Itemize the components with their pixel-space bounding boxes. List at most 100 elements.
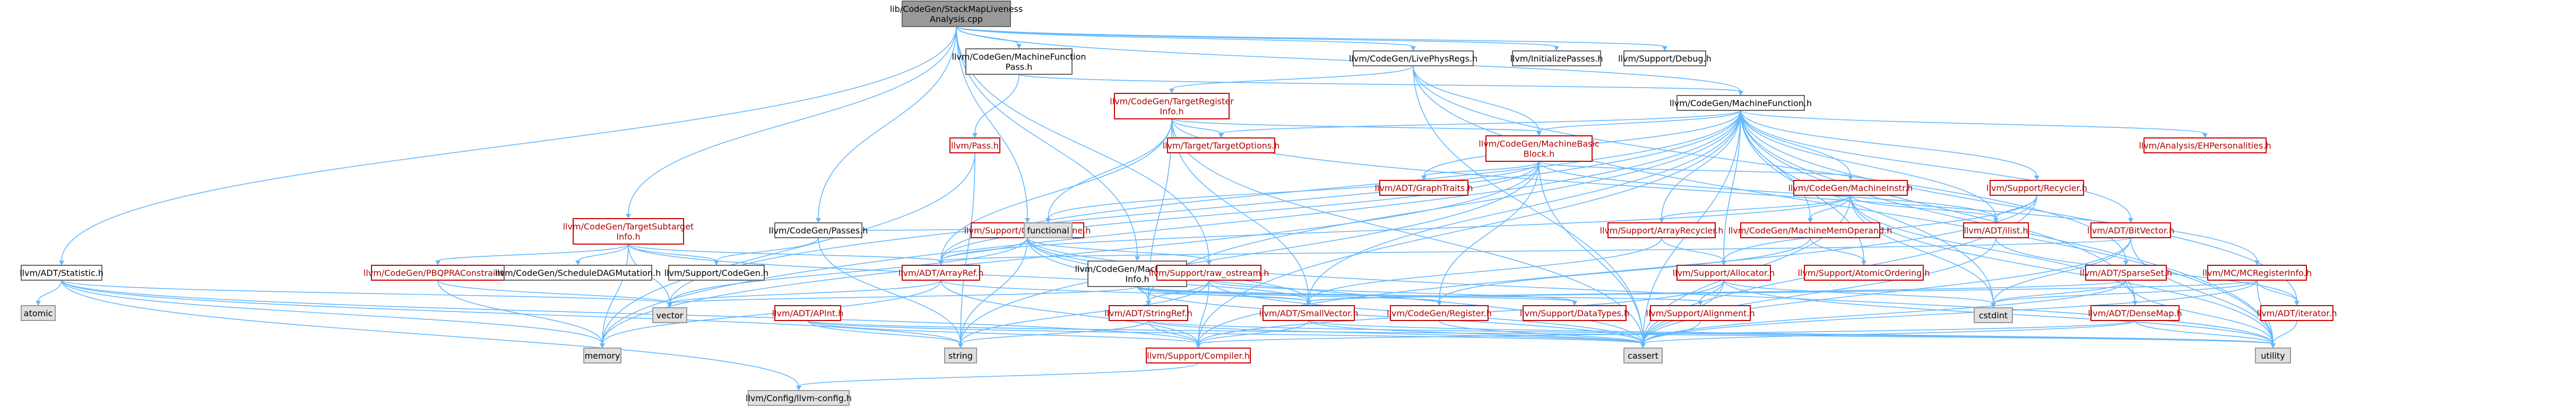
node-alloc[interactable]: llvm/Support/Allocator.h [1673,265,1775,281]
node-align[interactable]: llvm/Support/Alignment.h [1646,305,1755,321]
node-label: llvm/Support/raw_ostream.h [1149,268,1269,279]
node-label: llvm/CodeGen/TargetSubtarget [563,222,694,232]
node-label: llvm/Support/ArrayRecycler.h [1600,226,1724,236]
node-to[interactable]: llvm/Target/TargetOptions.h [1163,137,1280,153]
edge-tri-to-functional [1045,118,1172,223]
node-label: cassert [1628,351,1658,361]
node-svec[interactable]: llvm/ADT/SmallVector.h [1259,305,1359,321]
node-raw[interactable]: llvm/Support/raw_ostream.h [1149,265,1269,281]
node-cassert: cassert [1623,348,1663,363]
edge-tri-to-mbb [1171,118,1542,136]
node-stat[interactable]: llvm/ADT/Statistic.h [20,265,103,281]
edge-raw-to-sref [1146,280,1209,306]
node-mf[interactable]: llvm/CodeGen/MachineFunction.h [1670,95,1812,111]
node-mmo[interactable]: llvm/CodeGen/MachineMemOperand.h [1728,222,1892,238]
edge-apint-to-string [807,320,963,348]
node-cstdint: cstdint [1974,307,2013,323]
node-init[interactable]: llvm/InitializePasses.h [1510,50,1603,66]
node-label: llvm/Support/Recycler.h [1986,183,2087,193]
edge-mfp-to-pass [972,74,1019,138]
edge-iter-to-utility [2270,320,2297,348]
edge-mi-to-ar [1659,195,1851,223]
node-ar[interactable]: llvm/Support/ArrayRecycler.h [1600,222,1724,238]
edge-mbb-to-functional [1045,161,1540,223]
node-apint[interactable]: llvm/ADT/APInt.h [772,305,844,321]
edge-mi-to-mmo [1808,195,1851,223]
node-label: llvm/CodeGen/PBQPRAConstraint.h [364,268,512,278]
node-sdag[interactable]: llvm/CodeGen/ScheduleDAGMutation.h [495,265,661,281]
node-iter[interactable]: llvm/ADT/iterator.h [2257,305,2337,321]
node-scg[interactable]: llvm/Support/CodeGen.h [664,265,769,281]
node-dtypes[interactable]: llvm/Support/DataTypes.h [1520,305,1630,321]
node-label: llvm/CodeGen/Register.h [1387,308,1492,318]
node-dbg[interactable]: llvm/Support/Debug.h [1618,50,1711,66]
edge-pbqp-to-vector [437,280,672,308]
node-ehp[interactable]: llvm/Analysis/EHPersonalities.h [2139,137,2271,153]
edge-bv-to-aref [938,237,2131,265]
node-label: llvm/Analysis/EHPersonalities.h [2139,141,2271,151]
node-label: llvm/Config/llvm-config.h [746,393,852,403]
edge-mcri-to-iter [2257,280,2300,306]
node-aref[interactable]: llvm/ADT/ArrayRef.h [898,265,984,281]
node-label: llvm/ADT/Statistic.h [20,268,103,278]
node-bv[interactable]: llvm/ADT/BitVector.h [2087,222,2174,238]
node-label: llvm/ADT/ilist.h [1964,226,2028,236]
node-mi[interactable]: llvm/CodeGen/MachineInstr.h [1788,180,1913,196]
node-label: llvm/ADT/iterator.h [2257,308,2337,318]
node-mcri[interactable]: llvm/MC/MCRegisterInfo.h [2202,265,2312,281]
node-label: llvm/ADT/GraphTraits.h [1375,183,1473,193]
node-functional: functional [1024,222,1073,238]
node-label: llvm/CodeGen/Passes.h [769,226,868,236]
edge-mf-to-bv [1740,110,2133,223]
node-label: llvm/MC/MCRegisterInfo.h [2202,268,2312,278]
edge-aref-to-vector [667,280,941,308]
node-lpr[interactable]: llvm/CodeGen/LivePhysRegs.h [1349,50,1477,66]
node-recy[interactable]: llvm/Support/Recycler.h [1986,180,2087,196]
edge-tsi-to-pbqp [435,244,629,265]
node-vector: vector [652,307,687,323]
node-label: atomic [24,308,53,318]
edge-root-to-lpr [956,26,1416,51]
node-compiler[interactable]: llvm/Support/Compiler.h [1146,348,1251,363]
node-label: lib/CodeGen/StackMapLiveness [890,4,1023,14]
edge-passes-to-scg [714,237,819,265]
node-label: llvm/CodeGen/MachineFunction [952,52,1086,62]
node-sset[interactable]: llvm/ADT/SparseSet.h [2080,265,2172,281]
node-label: Analysis.cpp [930,14,983,24]
node-label: Info.h [1125,274,1149,284]
node-dmap[interactable]: llvm/ADT/DenseMap.h [2088,305,2182,321]
node-pbqp[interactable]: llvm/CodeGen/PBQPRAConstraint.h [364,265,512,281]
edge-mf-to-mbb [1536,110,1741,136]
node-label: vector [656,310,684,320]
edge-mcri-to-cstdint [1991,280,2258,308]
node-string: string [944,348,977,363]
node-label: llvm/Support/Allocator.h [1673,268,1775,278]
edge-mf-to-to [1218,110,1741,138]
node-layer: lib/CodeGen/StackMapLivenessAnalysis.cpp… [20,1,2337,406]
edge-tri-to-to [1171,118,1224,138]
node-label: llvm/InitializePasses.h [1510,54,1603,64]
edge-root-to-cl [956,26,1030,223]
node-creg[interactable]: llvm/CodeGen/Register.h [1387,305,1492,321]
node-atomic_o[interactable]: llvm/Support/AtomicOrdering.h [1798,265,1930,281]
node-label: cstdint [1979,310,2008,320]
node-pass[interactable]: llvm/Pass.h [949,137,1000,153]
node-passes[interactable]: llvm/CodeGen/Passes.h [769,222,868,238]
node-ilist[interactable]: llvm/ADT/ilist.h [1963,222,2029,238]
edge-mbb-to-ilist [1538,161,1999,223]
edge-mf-to-ehp [1740,110,2208,138]
edge-layer [36,26,2300,391]
node-atomic: atomic [21,305,56,321]
edge-dmap-to-compiler [1196,320,2136,348]
node-sref[interactable]: llvm/ADT/StringRef.h [1104,305,1192,321]
node-label: llvm/ADT/APInt.h [772,308,844,318]
edge-aref-to-memory [600,280,941,348]
edge-mfi-to-creg [1137,286,1442,306]
edge-mbb-to-gt [1421,161,1540,180]
node-gt[interactable]: llvm/ADT/GraphTraits.h [1375,180,1473,196]
edge-tri-to-mcri [1171,118,2260,265]
